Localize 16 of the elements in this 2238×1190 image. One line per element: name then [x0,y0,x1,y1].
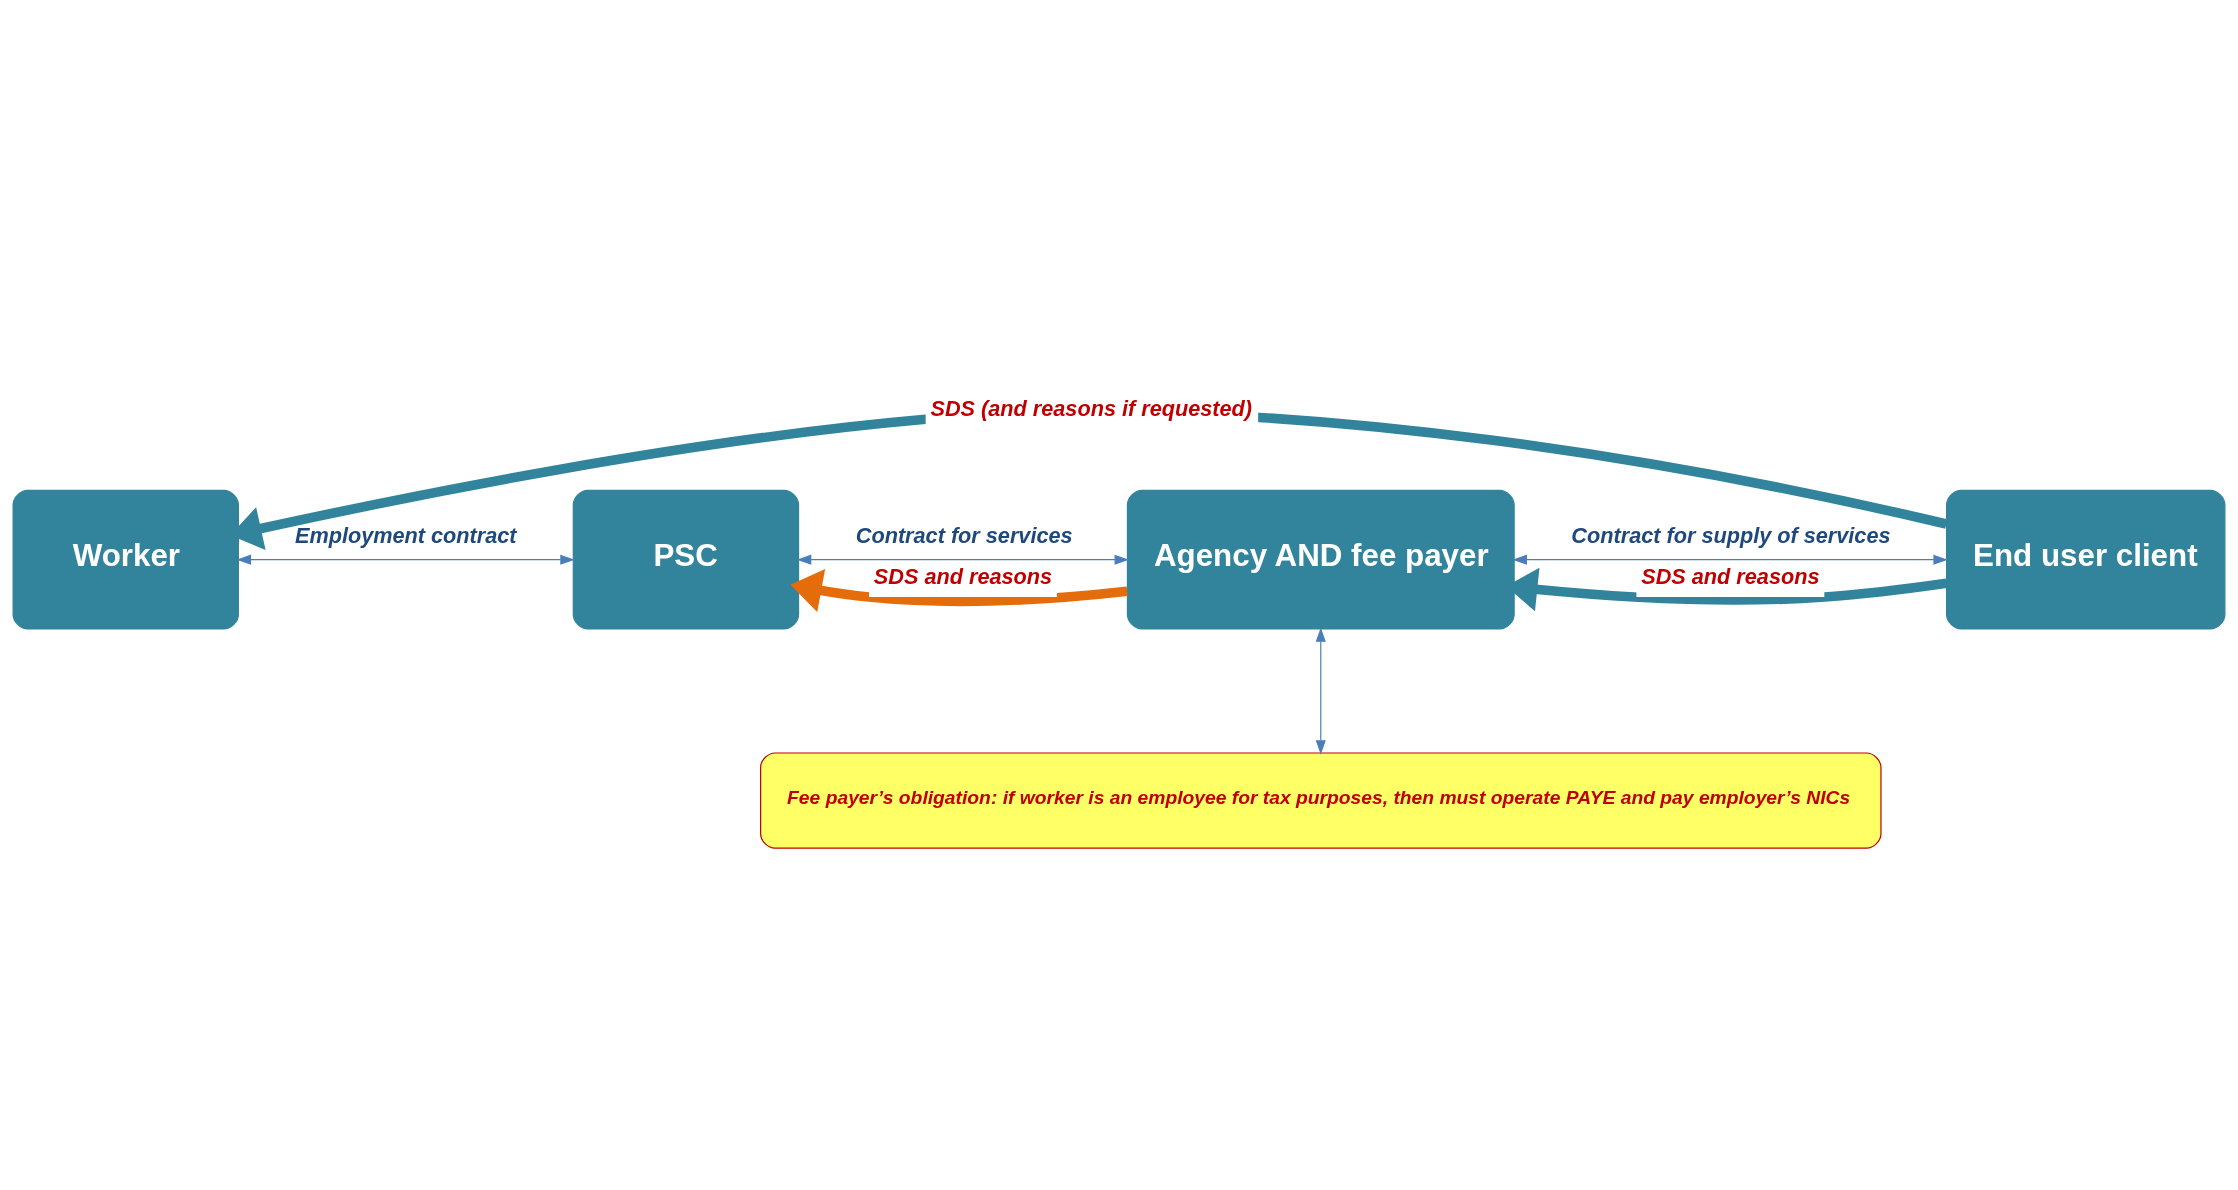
node-box: End user client [1946,489,2226,630]
edge-label: Employment contract [295,522,517,548]
node-box: Fee payer’s obligation: if worker is an employee for tax purposes, then must operate PAYE and pay employer’s NICs [760,751,1882,849]
node-box: Agency AND fee payer [1126,489,1515,630]
edge-label: Contract for supply of services [1571,522,1891,548]
arrow [1512,554,1948,565]
node-box: Worker [12,489,239,630]
edge-label: SDS and reasons [1641,563,1820,589]
edge-label: SDS (and reasons if requested) [930,395,1253,421]
edge-label: SDS and reasons [873,563,1053,589]
arrow [796,554,1129,565]
arrow [790,568,1128,612]
arrow [236,554,575,565]
node-box: PSC [572,489,800,630]
arrow [1315,626,1326,755]
edge-label: Contract for services [855,522,1073,548]
